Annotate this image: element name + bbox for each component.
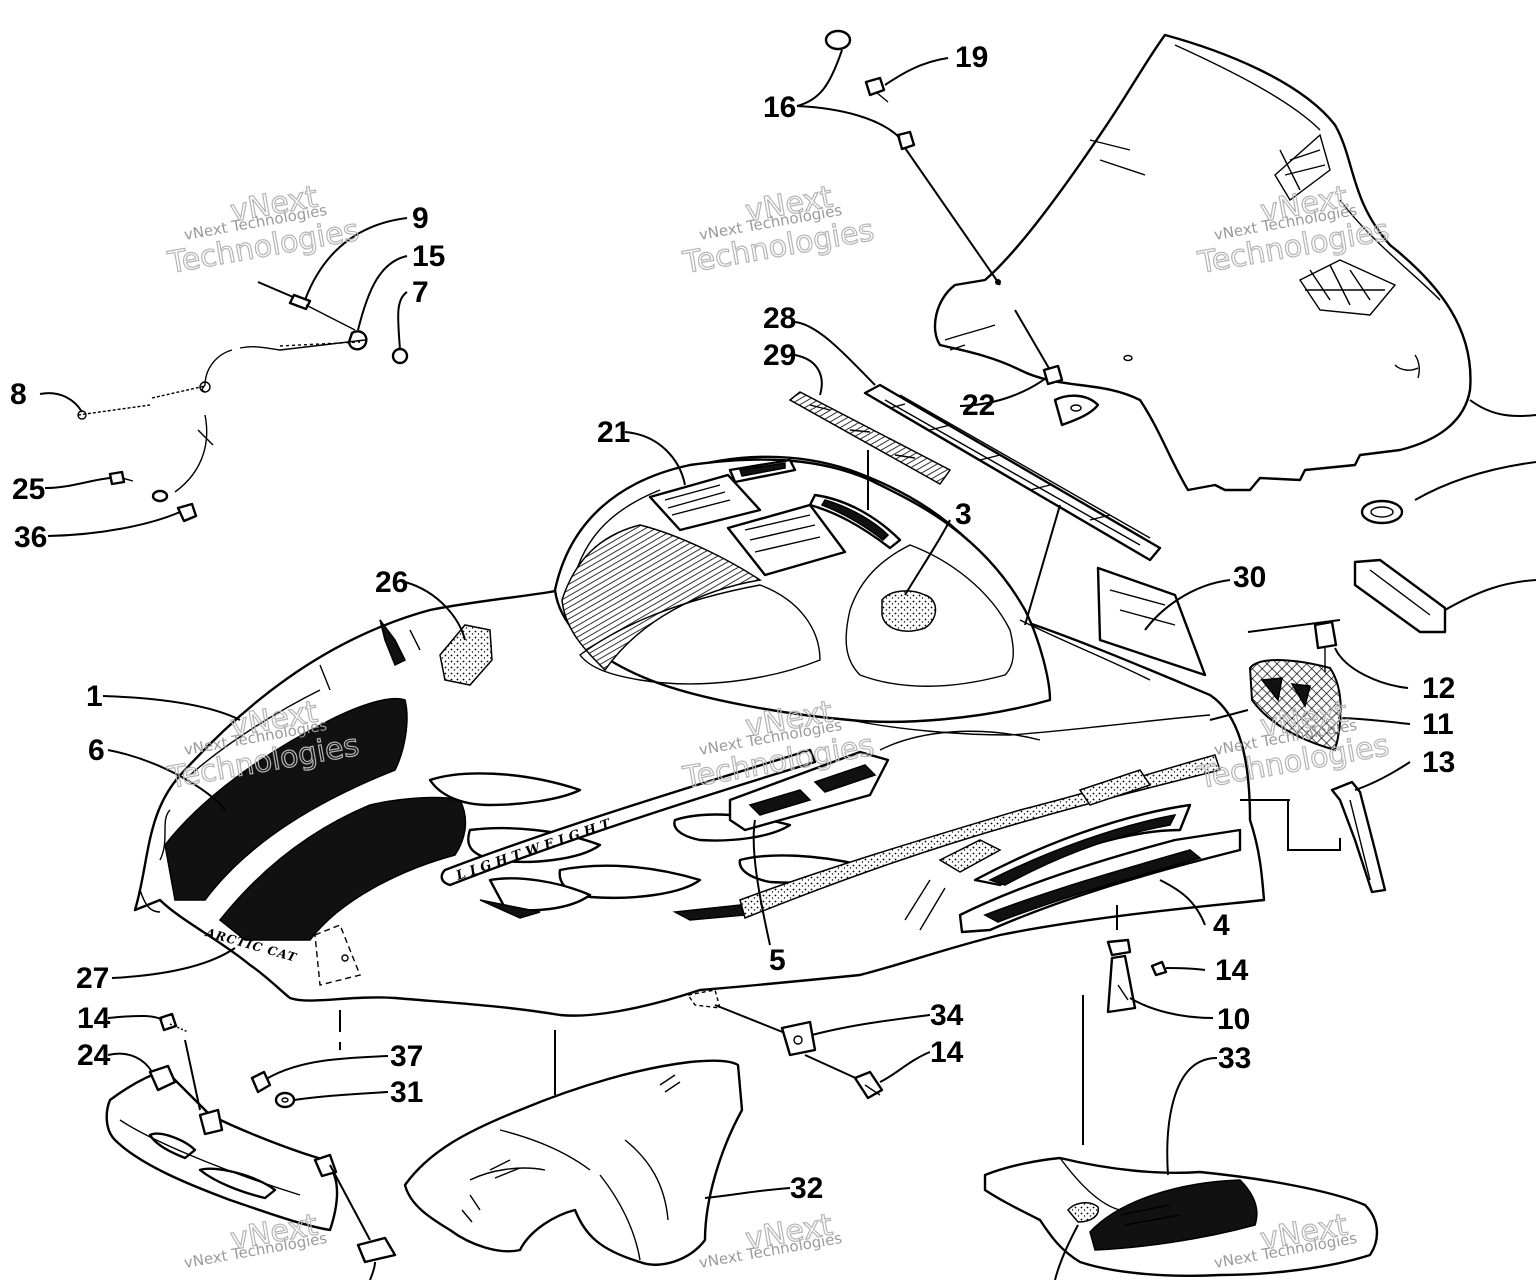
washers (250, 1070, 296, 1109)
callout-24: 24 (77, 1039, 111, 1072)
callout-1: 1 (86, 680, 103, 713)
callout-3: 3 (955, 498, 972, 531)
callout-14-lower: 14 (930, 1036, 964, 1069)
callout-33: 33 (1218, 1042, 1251, 1075)
watermark-bottom-left: vNext Technologies vNext (183, 1207, 329, 1272)
windshield-decals (788, 383, 1162, 562)
callout-36: 36 (14, 521, 47, 554)
console-33 (983, 1156, 1379, 1277)
callout-31: 30 (1233, 561, 1266, 594)
watermark-bottom-center: vNext Technologies vNext (698, 1207, 844, 1272)
callout-15: 14 (77, 1002, 111, 1035)
hood-retainer-strap (77, 281, 409, 523)
callout-7: 11 (1422, 708, 1454, 741)
callout-13: 10 (1217, 1003, 1250, 1036)
side-vent-assembly (1209, 619, 1387, 894)
callout-10: 7 (412, 276, 429, 309)
callout-16: 15 (412, 240, 445, 273)
watermark-top-left: vNext Technologies vNext Technologies (164, 179, 362, 282)
grommet (1360, 499, 1404, 525)
nose-bracket-24 (105, 1012, 397, 1264)
windshield-fasteners (824, 29, 1100, 427)
callout-9: 13 (1422, 746, 1455, 779)
callout-34: 34 (930, 999, 964, 1032)
hinge-13 (1082, 905, 1168, 1145)
side-decal-plate (1353, 558, 1447, 634)
callout-19: 16 (763, 91, 796, 124)
callout-22: 22 (962, 389, 995, 422)
watermark-top-center: vNext Technologies vNext Technologies (679, 179, 877, 282)
callout-21: 21 (597, 416, 630, 449)
watermark-mid-right: vNext Technologies vNext Technologies (1194, 694, 1392, 797)
callout-26: 26 (375, 566, 408, 599)
callout-labels: 19 16 9 15 7 8 25 36 28 29 22 21 3 30 26… (10, 41, 1455, 1205)
callout-37: 37 (390, 1040, 423, 1073)
callout-12: 9 (412, 202, 429, 235)
callout-11: 8 (10, 378, 27, 411)
callout-20: 19 (955, 41, 988, 74)
callout-8: 12 (1422, 672, 1455, 705)
callout-29: 28 (763, 302, 796, 335)
leader-lines (39, 49, 1411, 1280)
callout-4: 4 (1213, 909, 1230, 942)
callout-6: 6 (88, 734, 105, 767)
callout-28: 31 (390, 1076, 423, 1109)
callout-27: 27 (76, 962, 109, 995)
windshield (933, 33, 1536, 501)
callout-30: 29 (763, 339, 796, 372)
callout-14-upper: 14 (1215, 954, 1249, 987)
callout-25: 25 (12, 473, 45, 506)
callout-32: 32 (790, 1172, 823, 1205)
belly-pan-32 (403, 1059, 744, 1266)
bracket-34 (686, 989, 884, 1100)
callout-5: 5 (769, 944, 786, 977)
